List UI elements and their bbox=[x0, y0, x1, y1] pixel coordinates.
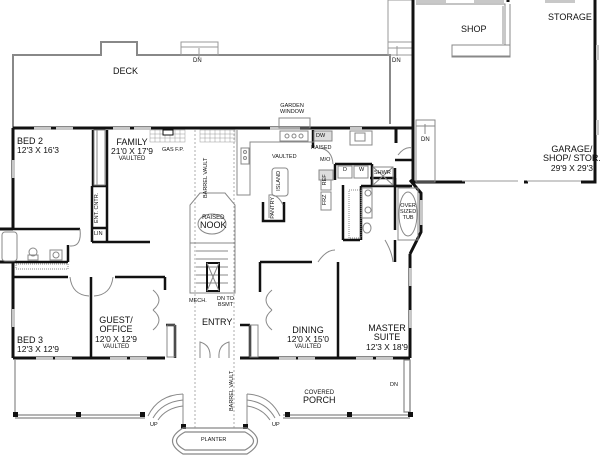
pantry-door bbox=[268, 194, 284, 218]
washer-label: W bbox=[359, 167, 365, 173]
deck-stairs-left-label: DN bbox=[193, 58, 202, 64]
deck-outline bbox=[12, 41, 391, 128]
garden-window bbox=[278, 117, 311, 129]
porch-up-left-label: UP bbox=[150, 422, 158, 428]
porch-dn-label: DN bbox=[390, 382, 398, 388]
deck-label: DECK bbox=[113, 66, 139, 76]
bed2-label: BED 2 12'3 X 16'3 bbox=[17, 136, 60, 156]
bed3-label: BED 3 12'3 X 12'9 bbox=[17, 335, 60, 355]
barrel-vault-lines bbox=[194, 130, 235, 430]
barrel-vault-bottom-label: BARREL VAULT bbox=[229, 370, 236, 412]
entry-closets bbox=[152, 289, 273, 358]
refrigerator-label: REF bbox=[322, 174, 329, 186]
kitchen-counters bbox=[236, 130, 373, 211]
garden-window-label: GARDEN WINDOW bbox=[280, 103, 305, 115]
family-label: FAMILY 21'0 X 17'9 VAULTED bbox=[111, 137, 154, 163]
raised-label: RAISED bbox=[311, 145, 332, 151]
dryer-label: D bbox=[343, 167, 347, 173]
gas-fireplace-label: GAS F.P. bbox=[162, 147, 184, 153]
master-bath-fixtures bbox=[348, 166, 419, 241]
fireplace-area bbox=[149, 129, 236, 143]
interior-doors bbox=[69, 147, 413, 297]
porch-outline bbox=[14, 359, 411, 419]
kitchen-vaulted-label: VAULTED bbox=[272, 154, 297, 160]
garage-stairs bbox=[415, 119, 436, 183]
pantry-label: PANTRY bbox=[270, 196, 277, 219]
nook-label: RAISED NOOK bbox=[200, 215, 227, 231]
porch-up-right-label: UP bbox=[272, 422, 280, 428]
dishwasher-label: DW bbox=[316, 133, 326, 139]
garage-windows bbox=[416, 0, 599, 135]
planter bbox=[171, 427, 259, 455]
planter-label: PLANTER bbox=[201, 437, 227, 443]
garage-label: GARAGE/ SHOP/ STOR. 29'9 X 29'3 bbox=[543, 144, 600, 173]
front-doors bbox=[199, 341, 230, 359]
porch-steps bbox=[147, 393, 281, 424]
deck-stairs-right bbox=[387, 0, 414, 56]
interior-walls bbox=[13, 130, 412, 358]
linen-label: LIN bbox=[94, 231, 103, 237]
shower-label: SHWR bbox=[374, 170, 391, 176]
porch-columns bbox=[13, 412, 413, 429]
guest-office-label: GUEST/ OFFICE 12'0 X 12'9 VAULTED bbox=[95, 315, 138, 350]
mech-label: MECH. bbox=[189, 298, 207, 304]
storage-label: STORAGE bbox=[548, 12, 592, 22]
island-label: ISLAND bbox=[276, 170, 283, 191]
master-suite-label: MASTER SUITE 12'3 X 18'9 bbox=[366, 323, 409, 352]
covered-porch-label: COVERED PORCH bbox=[303, 390, 336, 406]
garage-stairs-label: DN bbox=[421, 137, 430, 143]
deck-stairs-left bbox=[180, 41, 219, 58]
ent-center bbox=[93, 129, 106, 186]
shop-counter bbox=[416, 3, 511, 58]
microwave-label: M/O bbox=[320, 157, 331, 163]
hall-bath-fixtures bbox=[1, 231, 69, 270]
deck-stairs-right-label: DN bbox=[392, 58, 401, 64]
freezer-label: FRZ bbox=[322, 194, 329, 206]
main-stairs bbox=[189, 242, 236, 294]
entry-label: ENTRY bbox=[202, 317, 233, 327]
shop-label: SHOP bbox=[461, 24, 487, 34]
dn-to-bsmt-label: DN TO BSMT bbox=[217, 296, 234, 308]
dining-label: DINING 12'0 X 15'0 VAULTED bbox=[287, 325, 330, 351]
barrel-vault-top-label: BARREL VAULT bbox=[203, 157, 210, 199]
ent-center-label: ENT. CNTR. bbox=[94, 192, 101, 224]
tub-label: OVER SIZED TUB bbox=[400, 203, 417, 221]
